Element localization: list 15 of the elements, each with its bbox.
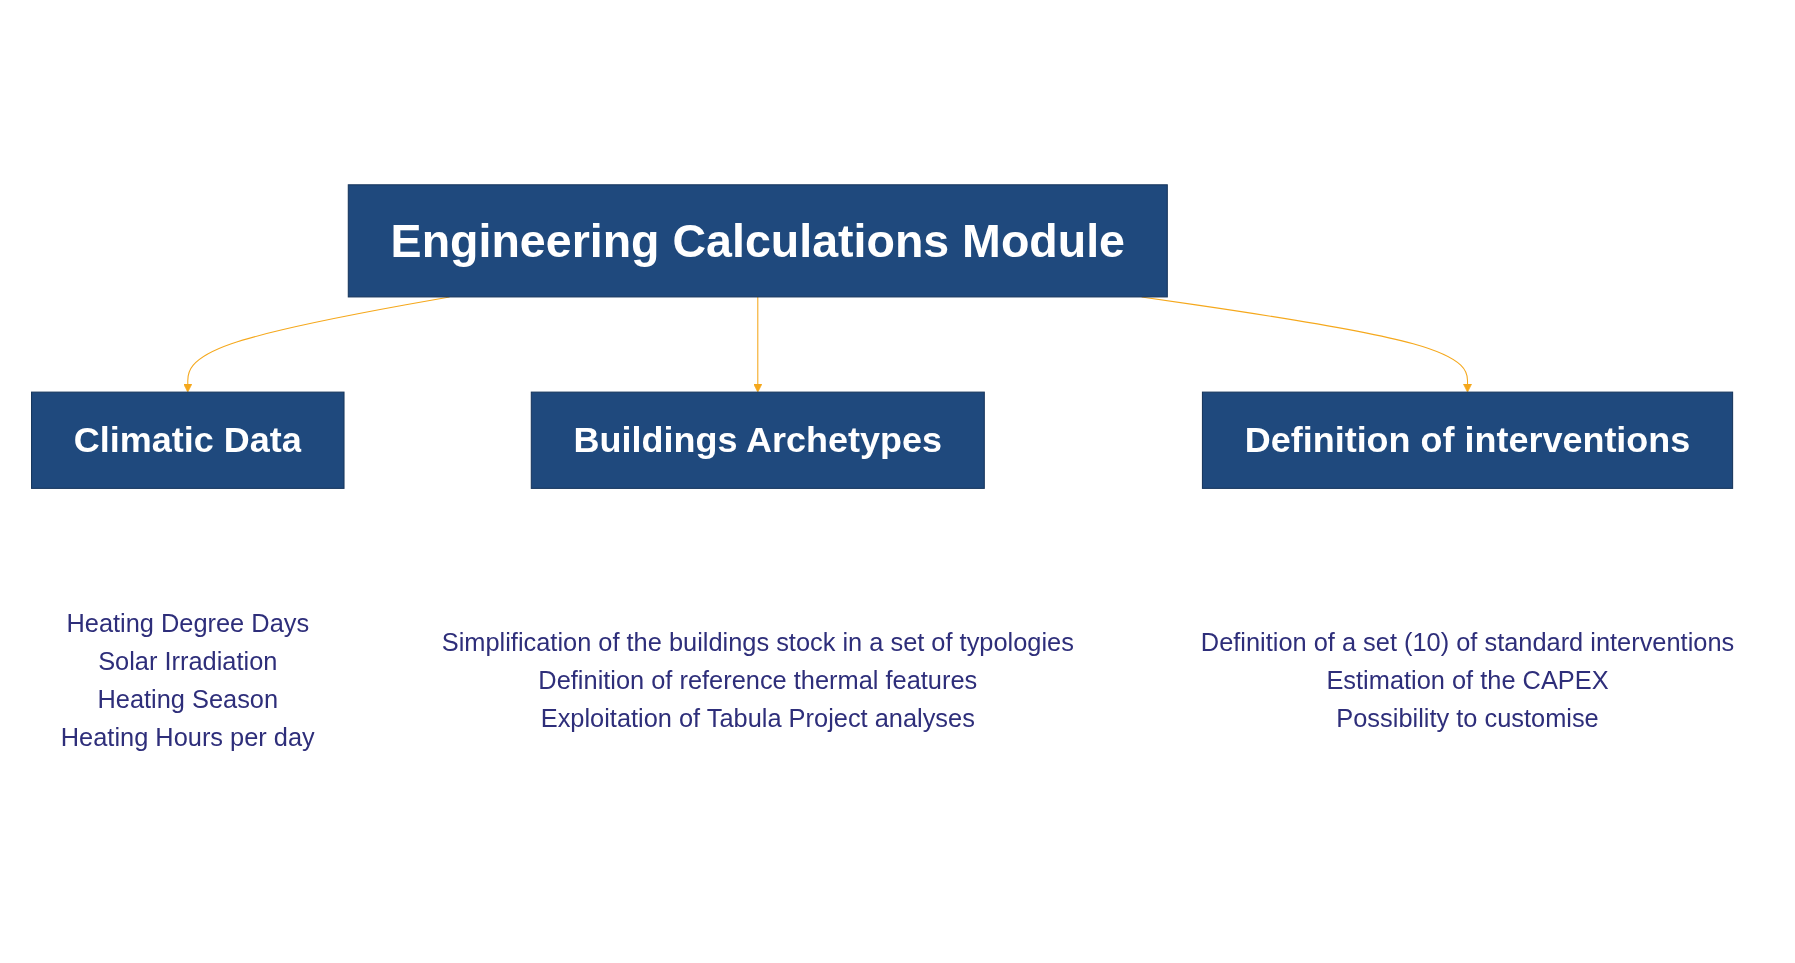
node-box: Definition of interventions bbox=[1201, 391, 1734, 489]
node-label: Heating Hours per day bbox=[60, 723, 315, 752]
node-box: Climatic Data bbox=[31, 391, 345, 489]
node-label: Heating Degree Days bbox=[66, 608, 310, 638]
node-box: Engineering Calculations Module bbox=[347, 184, 1168, 298]
node-label: Possibility to customise bbox=[1336, 704, 1599, 733]
node-label: Definition of reference thermal features bbox=[538, 666, 978, 695]
node-label: Exploitation of Tabula Project analyses bbox=[540, 704, 975, 733]
node-label: Estimation of the CAPEX bbox=[1326, 666, 1609, 695]
node-label: Simplification of the buildings stock in a set of typologies bbox=[441, 628, 1074, 657]
node-box: Buildings Archetypes bbox=[530, 391, 985, 489]
arrow bbox=[753, 296, 763, 393]
node-label: Definition of a set (10) of standard interventions bbox=[1200, 628, 1735, 657]
node-label: Solar Irradiation bbox=[98, 647, 278, 676]
node-label: Heating Season bbox=[97, 685, 279, 714]
